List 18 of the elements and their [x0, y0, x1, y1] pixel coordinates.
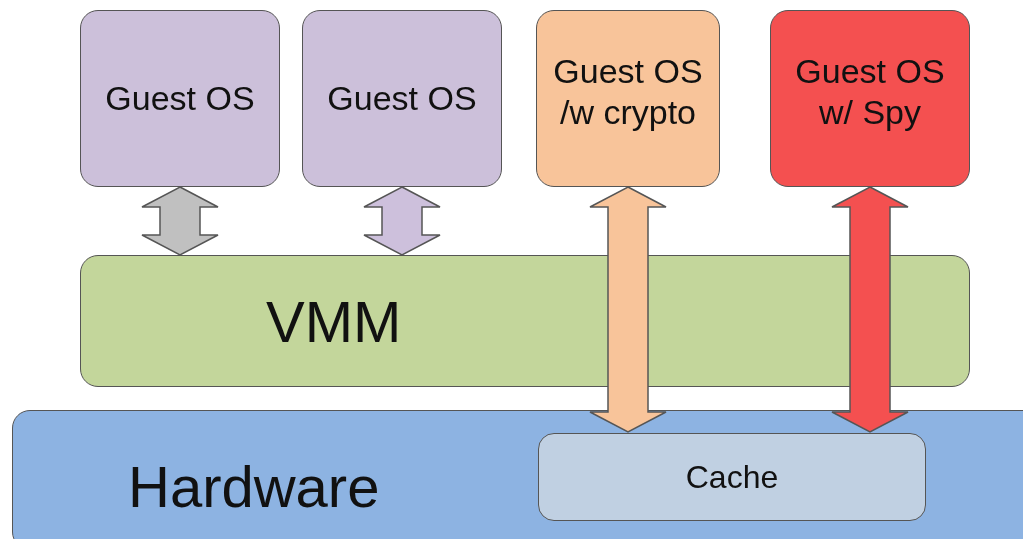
double-arrow	[363, 186, 441, 256]
double-arrow	[141, 186, 219, 256]
cache-box	[538, 433, 926, 521]
double-arrow	[589, 186, 667, 433]
double-arrow	[831, 186, 909, 433]
node-label: Cache	[685, 458, 779, 497]
node-label: VMM	[266, 287, 402, 356]
vmm-layer	[80, 255, 970, 387]
node-label: Hardware	[128, 453, 380, 521]
node-label: Guest OS	[327, 78, 477, 120]
guest-os-box	[80, 10, 280, 187]
node-label: Guest OS /w crypto	[552, 51, 704, 133]
guest-os-box	[770, 10, 970, 187]
node-label: Guest OS	[105, 78, 255, 120]
node-label: Guest OS w/ Spy	[794, 51, 946, 133]
hardware-layer	[12, 410, 1023, 539]
guest-os-box	[302, 10, 502, 187]
guest-os-box	[536, 10, 720, 187]
